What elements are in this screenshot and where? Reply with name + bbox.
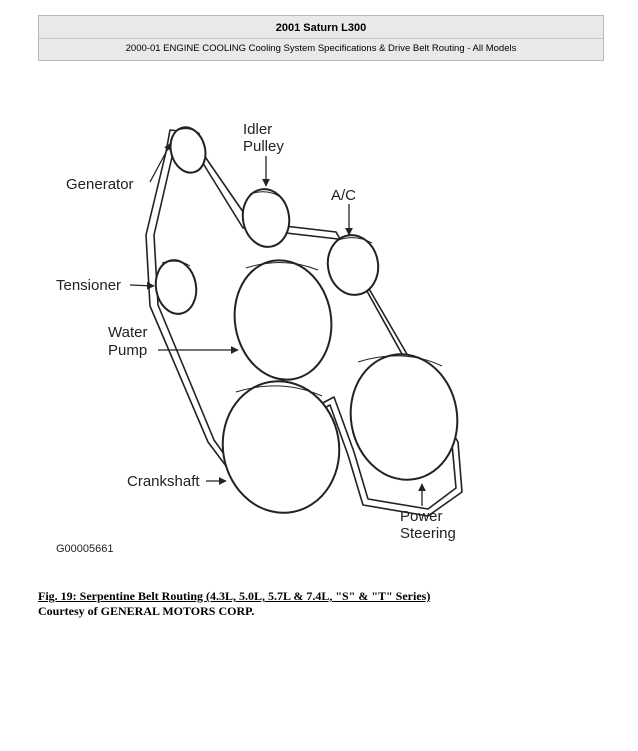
header-divider [39, 38, 603, 39]
power-steering-label-line2: Steering [400, 525, 456, 542]
generator-label: Generator [66, 176, 134, 193]
tensioner-arrow [129, 281, 155, 290]
generator-arrow [149, 142, 172, 183]
document-title: 2001 Saturn L300 [275, 22, 367, 34]
pulley-highlights [161, 128, 443, 397]
belt-routing-diagram: Idler Pulley Generator A/C Tensioner Wat… [56, 121, 463, 555]
pulleys [154, 126, 459, 514]
document-header: 2001 Saturn L300 2000-01 ENGINE COOLING … [38, 15, 604, 61]
tensioner-label: Tensioner [56, 277, 121, 294]
crankshaft-pulley [221, 380, 341, 514]
water-pump-pulley [233, 259, 333, 381]
figure-title: Fig. 19: Serpentine Belt Routing (4.3L, … [38, 589, 431, 603]
power-steering-label-line1: Power [400, 508, 443, 525]
figure-caption: Fig. 19: Serpentine Belt Routing (4.3L, … [38, 589, 598, 619]
water-pump-label-line2: Pump [108, 342, 147, 359]
ac-label: A/C [331, 187, 356, 204]
crankshaft-label: Crankshaft [127, 473, 200, 490]
figure-courtesy: Courtesy of GENERAL MOTORS CORP. [38, 604, 255, 618]
tensioner-pulley [154, 259, 198, 315]
document-subtitle: 2000-01 ENGINE COOLING Cooling System Sp… [125, 43, 517, 54]
idler-pulley-label-line1: Idler [243, 121, 272, 138]
water-pump-label-line1: Water [108, 324, 147, 341]
power-steering-pulley [349, 353, 459, 481]
generator-pulley [169, 126, 207, 174]
ac-pulley [326, 234, 380, 296]
idler-pulley-label-line2: Pulley [243, 138, 284, 155]
leader-arrows [129, 142, 426, 506]
idler-pulley [241, 188, 291, 248]
figure-code: G00005661 [56, 543, 114, 555]
